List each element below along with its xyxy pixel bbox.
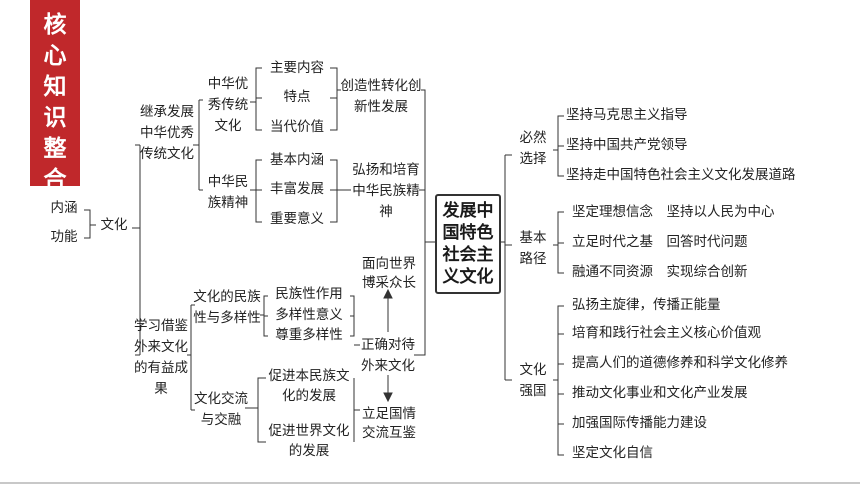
necessity-item: 坚持马克思主义指导 — [566, 107, 688, 123]
excellent-result: 创造性转化创新性发展 — [340, 78, 422, 115]
path-item: 融通不同资源 实现综合创新 — [572, 264, 748, 280]
path-item: 坚定理想信念 坚持以人民为中心 — [572, 204, 775, 220]
banner-char: 知 — [43, 74, 67, 100]
banner-char: 识 — [43, 105, 67, 131]
necessity-item: 坚持走中国特色社会主义文化发展道路 — [566, 167, 796, 183]
diversity-item: 尊重多样性 — [275, 327, 343, 343]
banner-char: 心 — [43, 43, 67, 69]
banner-char: 合 — [43, 167, 67, 193]
treat-up: 面向世界博采众长 — [362, 256, 416, 291]
node-exchange: 文化交流与交融 — [194, 391, 248, 428]
node-diversity: 文化的民族性与多样性 — [193, 289, 261, 326]
spirit-result: 弘扬和培育中华民族精神 — [352, 162, 420, 220]
excellent-item: 主要内容 — [270, 60, 324, 76]
power-item: 提高人们的道德修养和科学文化修养 — [572, 355, 788, 371]
center-box: 发展中国特色社会主义文化 — [435, 194, 501, 294]
power-item: 坚定文化自信 — [572, 445, 653, 461]
label-necessity: 必然选择 — [519, 130, 547, 167]
spirit-item: 基本内涵 — [270, 152, 324, 168]
node-excellent-culture: 中华优秀传统文化 — [207, 76, 249, 134]
node-treat-foreign: 正确对待外来文化 — [361, 337, 415, 374]
diversity-item: 多样性意义 — [275, 307, 343, 323]
label-path: 基本路径 — [519, 230, 547, 267]
spirit-item: 丰富发展 — [270, 181, 324, 197]
diversity-item: 民族性作用 — [275, 286, 343, 302]
left-item-function: 功能 — [50, 229, 78, 245]
power-item: 推动文化事业和文化产业发展 — [572, 385, 748, 401]
banner-char: 整 — [43, 136, 67, 162]
center-title: 发展中国特色社会主义文化 — [442, 201, 494, 287]
branch-learn: 学习借鉴外来文化的有益成果 — [134, 318, 188, 397]
excellent-item: 特点 — [283, 89, 311, 105]
path-item: 立足时代之基 回答时代问题 — [572, 234, 748, 250]
branch-inherit: 继承发展中华优秀传统文化 — [140, 104, 194, 162]
exchange-item: 促进本民族文化的发展 — [268, 368, 350, 404]
root-culture: 文化 — [100, 217, 128, 233]
left-item-connotation: 内涵 — [50, 200, 78, 216]
treat-down: 立足国情交流互鉴 — [362, 406, 416, 441]
necessity-item: 坚持中国共产党领导 — [566, 137, 688, 153]
bottom-divider — [0, 482, 860, 484]
spirit-item: 重要意义 — [270, 211, 324, 227]
excellent-item: 当代价值 — [270, 119, 324, 135]
label-power: 文化强国 — [519, 362, 547, 399]
banner-char: 核 — [43, 12, 67, 38]
banner-title: 核心知识整合 — [30, 10, 80, 196]
exchange-item: 促进世界文化的发展 — [268, 423, 350, 459]
power-item: 加强国际传播能力建设 — [572, 415, 707, 431]
power-item: 弘扬主旋律，传播正能量 — [572, 297, 721, 313]
node-national-spirit: 中华民族精神 — [207, 174, 249, 211]
power-item: 培育和践行社会主义核心价值观 — [572, 325, 761, 341]
section-banner: 核心知识整合 — [30, 0, 80, 193]
